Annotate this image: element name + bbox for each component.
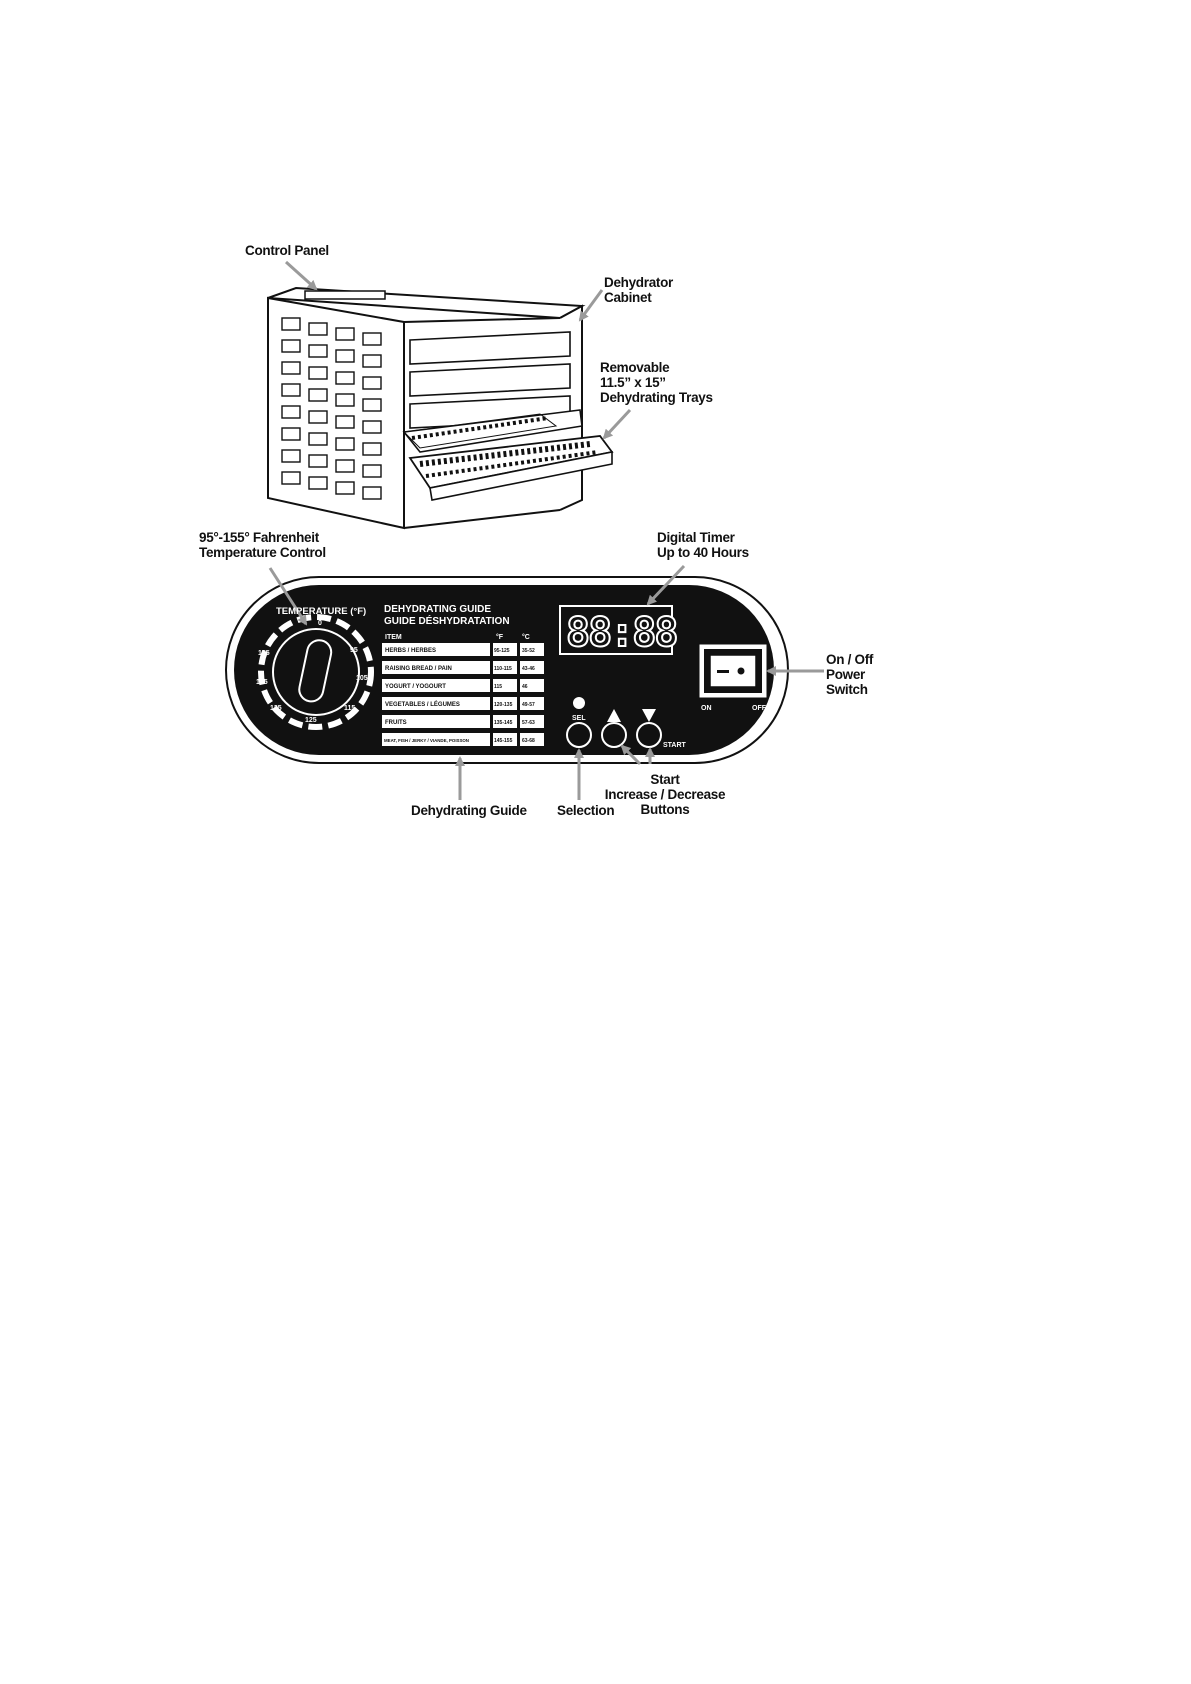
guide-header-f: °F xyxy=(496,633,504,641)
callout-start-line-3: Buttons xyxy=(640,802,690,817)
guide-row-f: 135-145 xyxy=(494,720,513,726)
dial-mark-135: 135 xyxy=(270,705,282,712)
callout-power: On / Off Power Switch xyxy=(826,652,873,697)
callout-arrows xyxy=(268,260,824,800)
guide-header-item: ITEM xyxy=(385,634,402,641)
callout-power-line-1: On / Off xyxy=(826,652,874,667)
guide-row-f: 120-135 xyxy=(494,702,513,708)
callout-timer: Digital Timer Up to 40 Hours xyxy=(657,530,749,560)
open-tray-lower xyxy=(408,435,614,501)
power-switch[interactable] xyxy=(699,644,767,698)
callout-selection: Selection xyxy=(557,803,615,818)
callout-temp-control: 95°-155° Fahrenheit Temperature Control xyxy=(199,530,326,560)
guide-row-item: MEAT, FISH / JERKY / VIANDE, POISSON xyxy=(384,738,469,743)
dehydrating-guide-table xyxy=(382,643,544,746)
callout-cabinet-line-2: Cabinet xyxy=(604,290,652,305)
guide-header-c: °C xyxy=(522,633,530,641)
callout-trays-line-3: Dehydrating Trays xyxy=(600,390,713,405)
start-label: START xyxy=(663,742,687,749)
timer-display-frame xyxy=(559,605,673,655)
sel-button[interactable] xyxy=(566,722,592,748)
guide-rows: HERBS / HERBES 95-125 35-52 RAISING BREA… xyxy=(384,648,535,744)
guide-row-c: 35-52 xyxy=(522,648,535,654)
guide-row-item: VEGETABLES / LÉGUMES xyxy=(385,700,460,708)
guide-row-item: YOGURT / YOGOURT xyxy=(385,684,446,690)
dial-mark-155: 155 xyxy=(258,650,270,657)
guide-row-c: 46 xyxy=(522,684,528,690)
guide-row-f: 115 xyxy=(494,684,502,690)
triangle-up-icon xyxy=(607,709,621,722)
side-vents xyxy=(281,317,382,500)
dial-mark-95: 95 xyxy=(350,647,358,654)
guide-row-item: HERBS / HERBES xyxy=(385,648,436,654)
dial-mark-115: 115 xyxy=(344,705,355,712)
callout-temp-line-1: 95°-155° Fahrenheit xyxy=(199,530,319,545)
sel-label: SEL xyxy=(572,715,586,722)
guide-row-item: RAISING BREAD / PAIN xyxy=(385,666,452,672)
callout-guide-text: Dehydrating Guide xyxy=(411,803,527,818)
off-mark-icon xyxy=(737,667,745,675)
callout-trays: Removable 11.5” x 15” Dehydrating Trays xyxy=(600,360,713,405)
guide-row-c: 43-46 xyxy=(522,666,535,672)
dial-mark-125: 125 xyxy=(305,717,317,724)
callout-power-line-3: Switch xyxy=(826,682,868,697)
callout-start-line-1: Start xyxy=(650,772,680,787)
increase-button[interactable] xyxy=(601,722,627,748)
callout-power-line-2: Power xyxy=(826,667,866,682)
callout-timer-line-2: Up to 40 Hours xyxy=(657,545,749,560)
guide-title-fr: GUIDE DÉSHYDRATATION xyxy=(384,614,510,627)
callout-cabinet: Dehydrator Cabinet xyxy=(604,275,673,305)
sel-indicator-led xyxy=(573,697,585,709)
callout-start-buttons: Start Increase / Decrease Buttons xyxy=(600,772,730,817)
callout-trays-line-1: Removable xyxy=(600,360,670,375)
dial-mark-0: 0 xyxy=(318,620,322,627)
guide-row-f: 110-115 xyxy=(494,666,512,672)
callout-control-panel-text: Control Panel xyxy=(245,243,329,258)
callout-start-line-2: Increase / Decrease xyxy=(604,787,726,802)
dial-knob[interactable] xyxy=(297,638,333,704)
guide-row-c: 49-57 xyxy=(522,702,535,708)
callout-guide: Dehydrating Guide xyxy=(411,803,527,818)
timer-display: 88:88 xyxy=(566,610,676,656)
decrease-start-button[interactable] xyxy=(636,722,662,748)
callout-control-panel: Control Panel xyxy=(245,243,329,258)
guide-row-c: 63-68 xyxy=(522,738,535,744)
callout-cabinet-line-1: Dehydrator xyxy=(604,275,674,290)
on-mark-icon xyxy=(717,670,729,673)
temperature-label: TEMPERATURE (°F) xyxy=(276,606,366,617)
guide-row-f: 95-125 xyxy=(494,648,510,654)
dial-marks: 0 95 105 115 125 135 145 155 xyxy=(256,620,368,724)
guide-row-f: 145-155 xyxy=(494,738,513,744)
control-panel-strip xyxy=(304,290,386,300)
dial-mark-105: 105 xyxy=(356,675,368,682)
temperature-dial[interactable] xyxy=(258,614,374,730)
callout-timer-line-1: Digital Timer xyxy=(657,530,735,545)
guide-row-c: 57-63 xyxy=(522,720,535,726)
callout-selection-text: Selection xyxy=(557,803,615,818)
callout-trays-line-2: 11.5” x 15” xyxy=(600,375,666,390)
dehydrator-cabinet xyxy=(267,286,614,530)
on-label: ON xyxy=(701,705,712,712)
guide-title-en: DEHYDRATING GUIDE xyxy=(384,604,491,615)
callout-temp-line-2: Temperature Control xyxy=(199,545,326,560)
dial-mark-145: 145 xyxy=(256,679,268,686)
open-tray-upper xyxy=(402,409,583,453)
guide-row-item: FRUITS xyxy=(385,720,407,726)
triangle-down-icon xyxy=(642,709,656,722)
off-label: OFF xyxy=(752,705,767,712)
